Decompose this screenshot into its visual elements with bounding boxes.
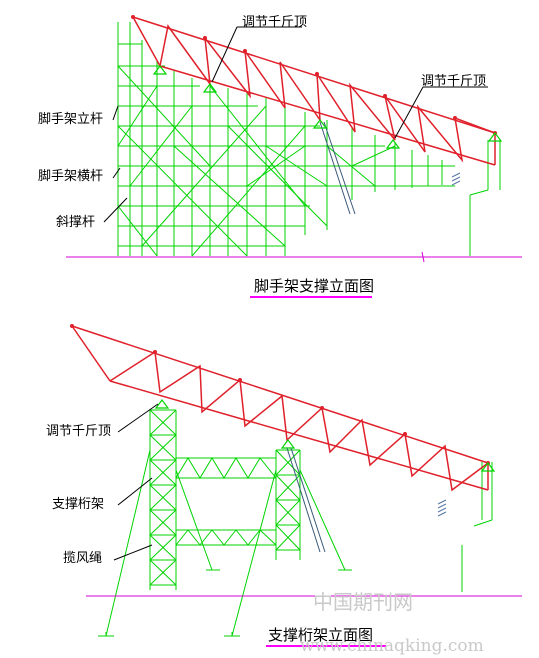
label-scaffold-pole: 脚手架立杆 [38,112,104,127]
support-truss-right [275,449,301,560]
steel-truss-bottom [71,325,489,492]
label-jack-top-2: 调节千斤顶 [421,74,487,89]
connecting-truss [175,457,277,546]
label-diagonal-brace: 斜撑杆 [56,215,96,230]
caption-top: 脚手架支撑立面图 [254,277,375,295]
caption-bottom: 支撑桁架立面图 [268,626,374,644]
angled-brace-lines-top [319,121,356,215]
jack-symbols-bottom [154,399,496,472]
watermark-url: www.chinaqking.com [300,636,484,656]
leader-lines-bottom [113,403,159,561]
hatch-marks-bottom [437,499,447,517]
jack-symbols-top [152,65,503,149]
hatch-marks-top [451,172,461,186]
label-scaffold-crossbar: 脚手架横杆 [38,169,104,184]
anchor-symbols [98,569,352,637]
label-jack-bottom: 调节千斤顶 [46,424,112,439]
leader-lines-top [103,26,488,223]
support-post-bottom [461,462,493,592]
label-guy-rope: 揽风绳 [63,551,103,566]
watermark-cn: 中国期刊网 [313,590,413,614]
support-post-top [469,140,501,256]
truss-node-dots-bottom [70,324,490,465]
label-support-truss: 支撑桁架 [52,497,105,512]
ground-tick-top [421,251,425,263]
guy-ropes [105,449,346,637]
support-truss-left [149,409,177,590]
label-jack-top-1: 调节千斤顶 [242,15,308,30]
steel-truss-top [132,16,496,166]
scaffold-grid [117,22,455,257]
angled-brace-lines-bottom [286,447,326,553]
